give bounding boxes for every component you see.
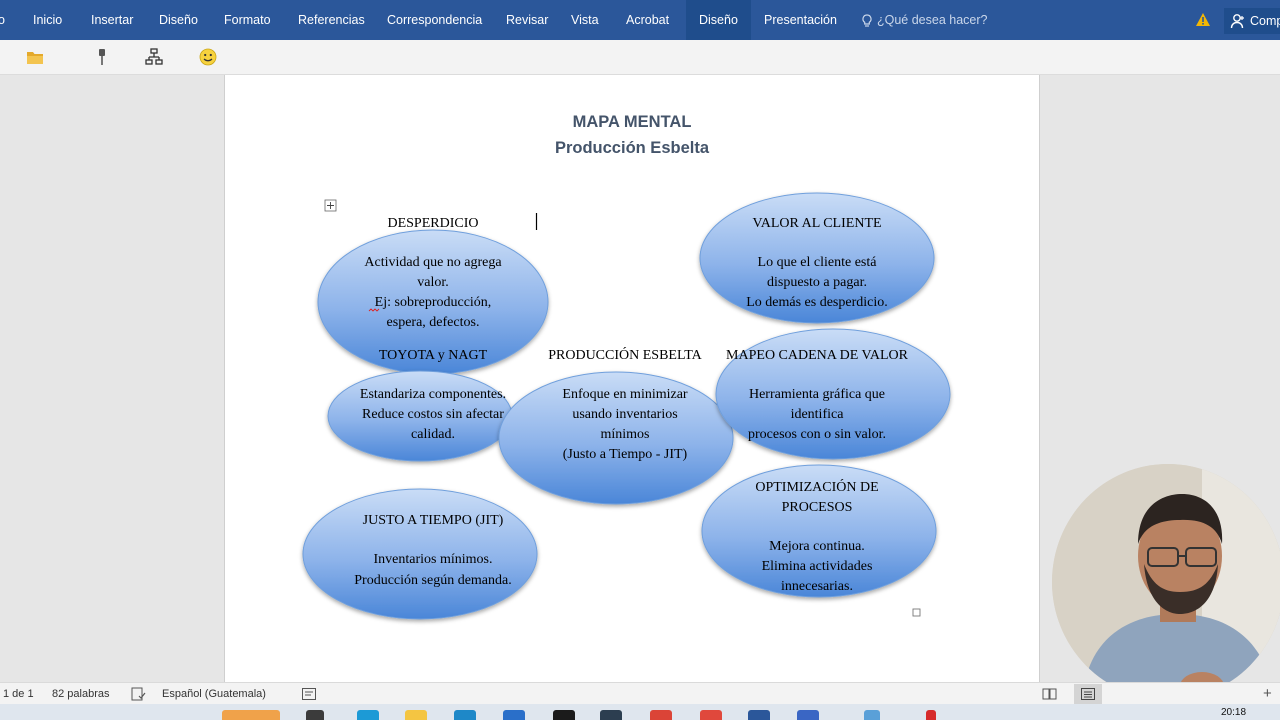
ribbon-tab-inicio[interactable]: Inicio bbox=[33, 13, 63, 27]
proofing-icon[interactable] bbox=[131, 687, 146, 701]
ribbon-tab-o[interactable]: o bbox=[0, 13, 5, 27]
presenter-video bbox=[1052, 464, 1280, 700]
brush-icon[interactable] bbox=[92, 47, 112, 67]
tray-icon[interactable] bbox=[864, 710, 880, 720]
taskbar-app-icon[interactable] bbox=[222, 710, 280, 720]
store-icon[interactable] bbox=[454, 710, 476, 720]
taskbar-app-icon[interactable] bbox=[503, 710, 525, 720]
node-line: Reduce costos sin afectar bbox=[362, 407, 504, 422]
node-title: VALOR AL CLIENTE bbox=[752, 216, 881, 231]
share-label: Comp bbox=[1250, 14, 1280, 28]
node-line: dispuesto a pagar. bbox=[767, 275, 867, 290]
webcam-overlay bbox=[1052, 464, 1280, 700]
node-line: Inventarios mínimos. bbox=[374, 552, 493, 567]
node-line: Herramienta gráfica que bbox=[749, 387, 885, 402]
quick-access-toolbar bbox=[0, 40, 1280, 75]
tell-me-search[interactable]: ¿Qué desea hacer? bbox=[861, 0, 988, 40]
node-line: Mejora continua. bbox=[769, 539, 865, 554]
node-line: valor. bbox=[417, 275, 449, 290]
page-title: MAPA MENTAL bbox=[572, 113, 692, 131]
move-handle-icon[interactable] bbox=[324, 199, 337, 212]
zoom-in-button[interactable]: + bbox=[1263, 685, 1272, 702]
resize-handle[interactable] bbox=[912, 608, 921, 617]
node-line: (Justo a Tiempo - JIT) bbox=[563, 447, 688, 462]
lightbulb-icon bbox=[862, 14, 872, 27]
ribbon-tab-revisar[interactable]: Revisar bbox=[506, 13, 549, 27]
chrome-icon[interactable] bbox=[700, 710, 722, 720]
mind-map-diagram[interactable]: DESPERDICIO Actividad que no agrega valo… bbox=[225, 75, 1039, 687]
ribbon-tab-diseño[interactable]: Diseño bbox=[686, 0, 751, 40]
print-layout-icon bbox=[1081, 688, 1095, 700]
tell-me-placeholder: ¿Qué desea hacer? bbox=[877, 13, 988, 27]
language-indicator[interactable]: Español (Guatemala) bbox=[162, 688, 266, 700]
status-bar: 1 de 1 82 palabras Español (Guatemala) + bbox=[0, 682, 1280, 705]
node-title: PRODUCCIÓN ESBELTA bbox=[548, 346, 702, 363]
node-desperdicio[interactable]: DESPERDICIO Actividad que no agrega valo… bbox=[317, 216, 549, 375]
read-mode-icon[interactable] bbox=[1042, 687, 1057, 700]
node-optimizacion-procesos[interactable]: OPTIMIZACIÓN DE PROCESOS Mejora continua… bbox=[701, 464, 937, 598]
node-title: JUSTO A TIEMPO (JIT) bbox=[363, 513, 504, 528]
print-layout-button[interactable] bbox=[1074, 684, 1102, 704]
node-line: identifica bbox=[791, 407, 845, 422]
edge-icon[interactable] bbox=[357, 710, 379, 720]
ribbon-tab-acrobat[interactable]: Acrobat bbox=[626, 13, 670, 27]
page-subtitle: Producción Esbelta bbox=[554, 139, 710, 157]
node-line: Actividad que no agrega bbox=[364, 255, 502, 270]
notification-icon[interactable] bbox=[926, 710, 936, 720]
smiley-icon[interactable] bbox=[198, 47, 218, 67]
word-icon[interactable] bbox=[748, 710, 770, 720]
node-line: Lo que el cliente está bbox=[758, 255, 878, 270]
node-title: OPTIMIZACIÓN DE bbox=[755, 478, 878, 495]
node-title: DESPERDICIO bbox=[387, 216, 478, 231]
file-explorer-icon[interactable] bbox=[405, 710, 427, 720]
ribbon-tab-diseño[interactable]: Diseño bbox=[159, 13, 198, 27]
person-icon bbox=[1230, 14, 1244, 29]
folder-icon[interactable] bbox=[25, 47, 45, 67]
ribbon-tab-correspondencia[interactable]: Correspondencia bbox=[387, 13, 483, 27]
ribbon-tab-presentación[interactable]: Presentación bbox=[764, 13, 837, 27]
node-title: TOYOTA y NAGT bbox=[379, 348, 488, 363]
share-button[interactable]: Comp bbox=[1224, 8, 1280, 34]
node-line: Producción según demanda. bbox=[354, 573, 511, 588]
node-line: Elimina actividades bbox=[762, 559, 873, 574]
node-justo-a-tiempo[interactable]: JUSTO A TIEMPO (JIT) Inventarios mínimos… bbox=[302, 488, 538, 620]
node-line: Ej: sobreproducción, bbox=[375, 295, 492, 310]
node-line: espera, defectos. bbox=[387, 315, 480, 330]
warning-icon[interactable] bbox=[1195, 12, 1211, 27]
hierarchy-icon[interactable] bbox=[144, 47, 164, 67]
ribbon-tab-vista[interactable]: Vista bbox=[571, 13, 599, 27]
spellcheck-underline bbox=[368, 308, 380, 312]
node-line: Lo demás es desperdicio. bbox=[746, 295, 888, 310]
windows-taskbar: 20:18 bbox=[0, 704, 1280, 720]
taskbar-app-icon[interactable] bbox=[600, 710, 622, 720]
node-line: usando inventarios bbox=[572, 407, 677, 422]
node-title-line2: PROCESOS bbox=[782, 500, 853, 515]
node-line: innecesarias. bbox=[781, 579, 853, 594]
node-line: calidad. bbox=[411, 427, 455, 442]
node-line: Enfoque en minimizar bbox=[562, 387, 688, 402]
page-count[interactable]: 1 de 1 bbox=[3, 688, 34, 700]
ribbon-tab-formato[interactable]: Formato bbox=[224, 13, 271, 27]
document-page[interactable]: MAPA MENTAL Producción Esbelta DESPERDIC… bbox=[224, 75, 1040, 687]
dropbox-icon[interactable] bbox=[553, 710, 575, 720]
node-title: MAPEO CADENA DE VALOR bbox=[726, 348, 909, 363]
ribbon-tab-bar: o Inicio Insertar Diseño Formato Referencias C… bbox=[0, 0, 1280, 40]
word-count[interactable]: 82 palabras bbox=[52, 688, 110, 700]
node-line: procesos con o sin valor. bbox=[748, 427, 886, 442]
document-heading: MAPA MENTAL Producción Esbelta bbox=[225, 109, 1039, 161]
node-line: Estandariza componentes. bbox=[360, 387, 506, 402]
node-mapeo-cadena-valor[interactable]: MAPEO CADENA DE VALOR Herramienta gráfic… bbox=[715, 328, 951, 460]
node-valor-cliente[interactable]: VALOR AL CLIENTE Lo que el cliente está … bbox=[699, 192, 935, 324]
taskbar-clock[interactable]: 20:18 bbox=[1221, 707, 1247, 718]
taskbar-app-icon[interactable] bbox=[797, 710, 819, 720]
node-toyota[interactable]: TOYOTA y NAGT Estandariza componentes. R… bbox=[327, 348, 513, 462]
ribbon-tab-referencias[interactable]: Referencias bbox=[298, 13, 365, 27]
taskbar-app-icon[interactable] bbox=[306, 710, 324, 720]
node-line: mínimos bbox=[600, 427, 649, 442]
node-produccion-esbelta[interactable]: PRODUCCIÓN ESBELTA Enfoque en minimizar … bbox=[498, 346, 734, 505]
chrome-icon[interactable] bbox=[650, 710, 672, 720]
ribbon-tab-insertar[interactable]: Insertar bbox=[91, 13, 134, 27]
macro-icon[interactable] bbox=[302, 688, 316, 700]
